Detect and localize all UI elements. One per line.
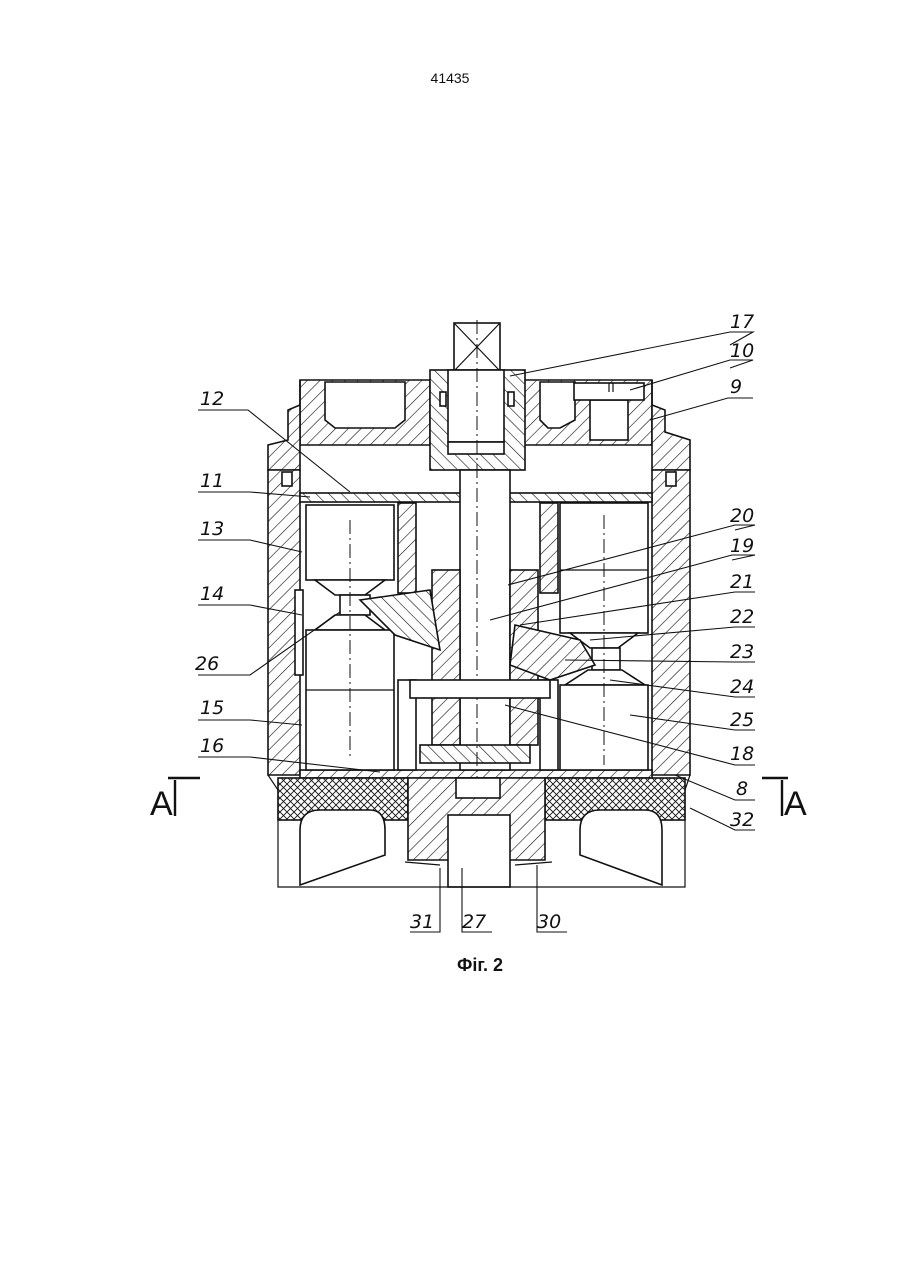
callout-20: 20 bbox=[730, 505, 754, 527]
callout-9: 9 bbox=[730, 376, 742, 398]
callout-16: 16 bbox=[200, 735, 224, 757]
callout-22: 22 bbox=[730, 606, 754, 628]
callout-14: 14 bbox=[200, 583, 224, 605]
callout-31: 31 bbox=[410, 911, 434, 933]
callout-21: 21 bbox=[730, 571, 754, 593]
callout-11: 11 bbox=[200, 470, 224, 492]
callout-26: 26 bbox=[195, 653, 219, 675]
left-rollers bbox=[306, 505, 394, 770]
callout-17: 17 bbox=[730, 311, 754, 333]
callout-13: 13 bbox=[200, 518, 224, 540]
callout-32: 32 bbox=[730, 809, 754, 831]
callout-30: 30 bbox=[537, 911, 561, 933]
callout-12: 12 bbox=[200, 388, 224, 410]
callout-15: 15 bbox=[200, 697, 224, 719]
callout-18: 18 bbox=[730, 743, 754, 765]
callout-10: 10 bbox=[730, 340, 754, 362]
callout-19: 19 bbox=[730, 535, 754, 557]
callout-25: 25 bbox=[730, 709, 754, 731]
callout-27: 27 bbox=[462, 911, 486, 933]
base bbox=[278, 778, 685, 887]
section-label-right: A bbox=[784, 785, 807, 823]
callout-24: 24 bbox=[730, 676, 754, 698]
section-label-left: A bbox=[150, 785, 173, 823]
callout-23: 23 bbox=[730, 641, 754, 663]
callout-8: 8 bbox=[736, 778, 748, 800]
figure-caption: Фіг. 2 bbox=[0, 955, 900, 976]
